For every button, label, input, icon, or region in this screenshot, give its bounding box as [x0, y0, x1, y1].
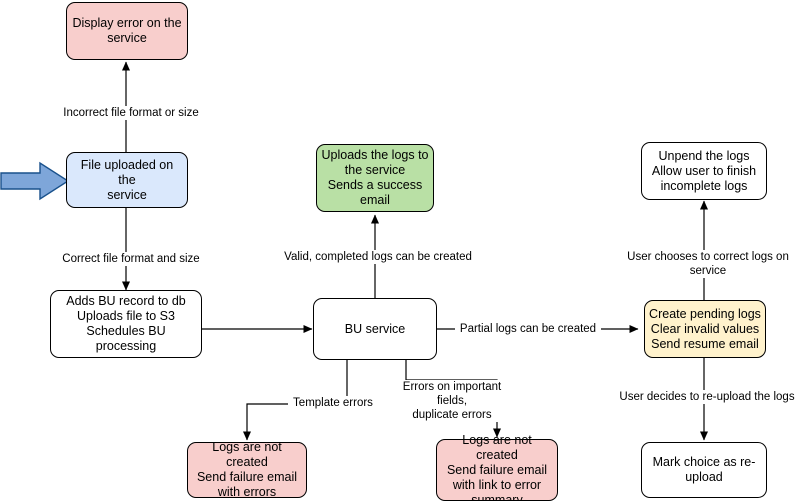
edge-label-correct-file-format: Correct file format and size [55, 252, 207, 266]
node-logs-not-created-error-summary[interactable]: Logs are not created Send failure email … [436, 433, 558, 501]
node-create-pending-logs[interactable]: Create pending logs Clear invalid values… [644, 300, 766, 358]
node-unpend-the-logs[interactable]: Unpend the logs Allow user to finish inc… [641, 142, 767, 200]
node-file-uploaded-on-the-service[interactable]: File uploaded on the service [66, 152, 188, 208]
entry-block-arrow [0, 161, 70, 201]
edge-label-partial-logs: Partial logs can be created [455, 322, 601, 336]
edge-label-valid-completed-logs: Valid, completed logs can be created [278, 250, 478, 264]
edge-label-user-decides-to-reupload: User decides to re-upload the logs [615, 390, 799, 404]
edge-label-user-chooses-to-correct: User chooses to correct logs on service [610, 250, 801, 278]
node-mark-choice-as-re-upload[interactable]: Mark choice as re- upload [641, 442, 767, 498]
edge-label-template-errors: Template errors [288, 396, 378, 410]
node-logs-not-created-with-errors[interactable]: Logs are not created Send failure email … [187, 440, 307, 499]
edge-label-incorrect-file-format: Incorrect file format or size [55, 106, 207, 120]
node-adds-bu-record[interactable]: Adds BU record to db Uploads file to S3 … [50, 290, 202, 358]
edge-label-important-field-errors: Errors on important fields, duplicate er… [391, 380, 513, 422]
node-uploads-the-logs[interactable]: Uploads the logs to the service Sends a … [316, 144, 434, 212]
node-display-error[interactable]: Display error on the service [66, 2, 188, 60]
node-bu-service[interactable]: BU service [313, 298, 437, 360]
